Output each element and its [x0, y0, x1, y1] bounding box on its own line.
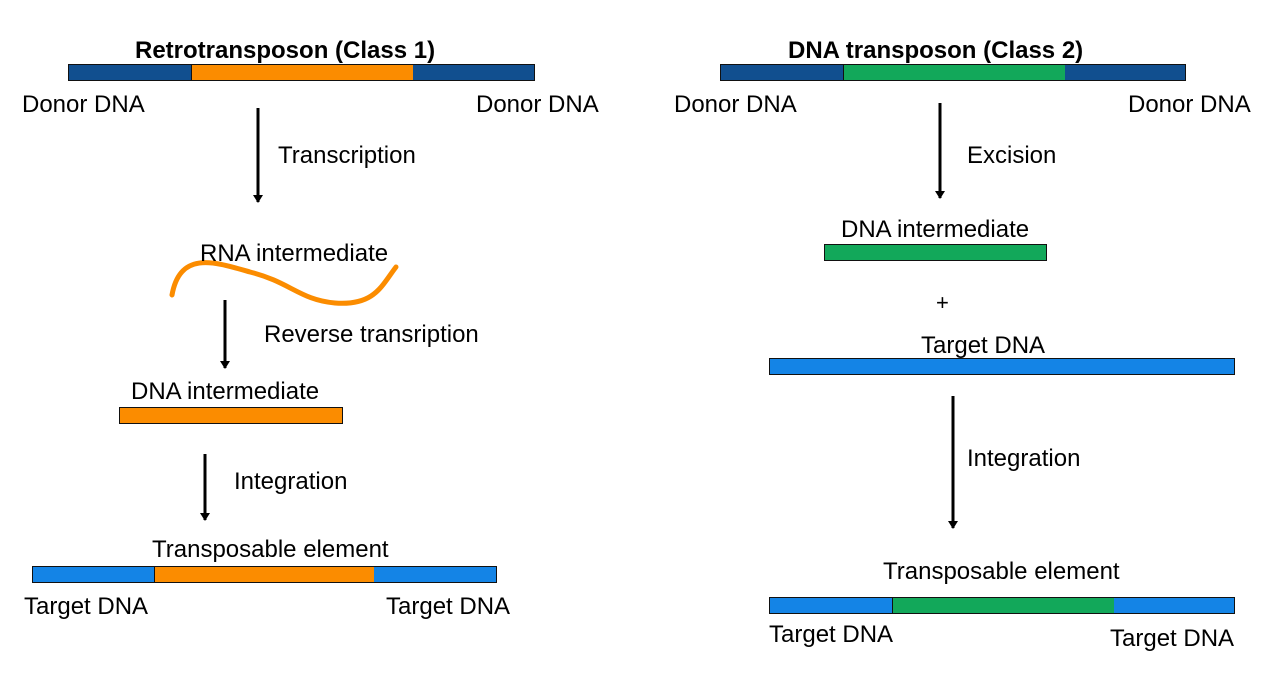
right-donor-dna-label-1: Donor DNA — [674, 91, 797, 118]
right-target-dna-label: Target DNA — [921, 332, 1046, 359]
left-donor-dna-label-2: Donor DNA — [476, 91, 599, 118]
left-target-dna-label-2: Target DNA — [386, 593, 511, 620]
right-target-dna-label-2: Target DNA — [1110, 625, 1235, 652]
retrotransposon-title: Retrotransposon (Class 1) — [135, 37, 436, 64]
right-donor-dna-label-2: Donor DNA — [1128, 91, 1251, 118]
dna-transposon-segment — [843, 65, 1067, 80]
excision-label: Excision — [967, 142, 1057, 169]
target-dna-segment-right — [374, 567, 496, 582]
right-target-dna-label-1: Target DNA — [769, 621, 894, 648]
target-dna-segment-right — [1114, 598, 1234, 613]
donor-dna-segment-left — [721, 65, 843, 80]
donor-dna-segment-left — [69, 65, 191, 80]
donor-dna-segment-right — [413, 65, 534, 80]
target-dna-segment-left — [33, 567, 154, 582]
left-target-dna-bar — [32, 566, 497, 583]
right-donor-dna-bar — [720, 64, 1186, 81]
dna-transposon-title: DNA transposon (Class 2) — [788, 37, 1084, 64]
plus-sign: + — [936, 290, 949, 315]
left-target-dna-label-1: Target DNA — [24, 593, 149, 620]
right-integration-label: Integration — [967, 445, 1081, 472]
transcription-label: Transcription — [278, 142, 416, 169]
right-result-target-dna-bar — [769, 597, 1235, 614]
left-donor-dna-bar — [68, 64, 535, 81]
left-integration-label: Integration — [234, 468, 348, 495]
left-dna-intermediate-bar — [119, 407, 343, 424]
rna-intermediate-label: RNA intermediate — [200, 240, 389, 267]
inserted-retro-element-segment — [154, 567, 376, 582]
inserted-dna-element-segment — [892, 598, 1116, 613]
right-target-dna-bar — [769, 358, 1235, 375]
reverse-transcription-label: Reverse transription — [264, 321, 479, 348]
right-dna-intermediate-label: DNA intermediate — [841, 216, 1030, 243]
left-transposable-element-label: Transposable element — [152, 536, 389, 563]
right-transposable-element-label: Transposable element — [883, 558, 1120, 585]
left-dna-intermediate-label: DNA intermediate — [131, 378, 320, 405]
target-dna-segment-left — [770, 598, 892, 613]
retrotransposon-segment — [191, 65, 415, 80]
donor-dna-segment-right — [1065, 65, 1185, 80]
right-dna-intermediate-bar — [824, 244, 1047, 261]
rna-strand — [169, 260, 399, 306]
left-donor-dna-label-1: Donor DNA — [22, 91, 145, 118]
